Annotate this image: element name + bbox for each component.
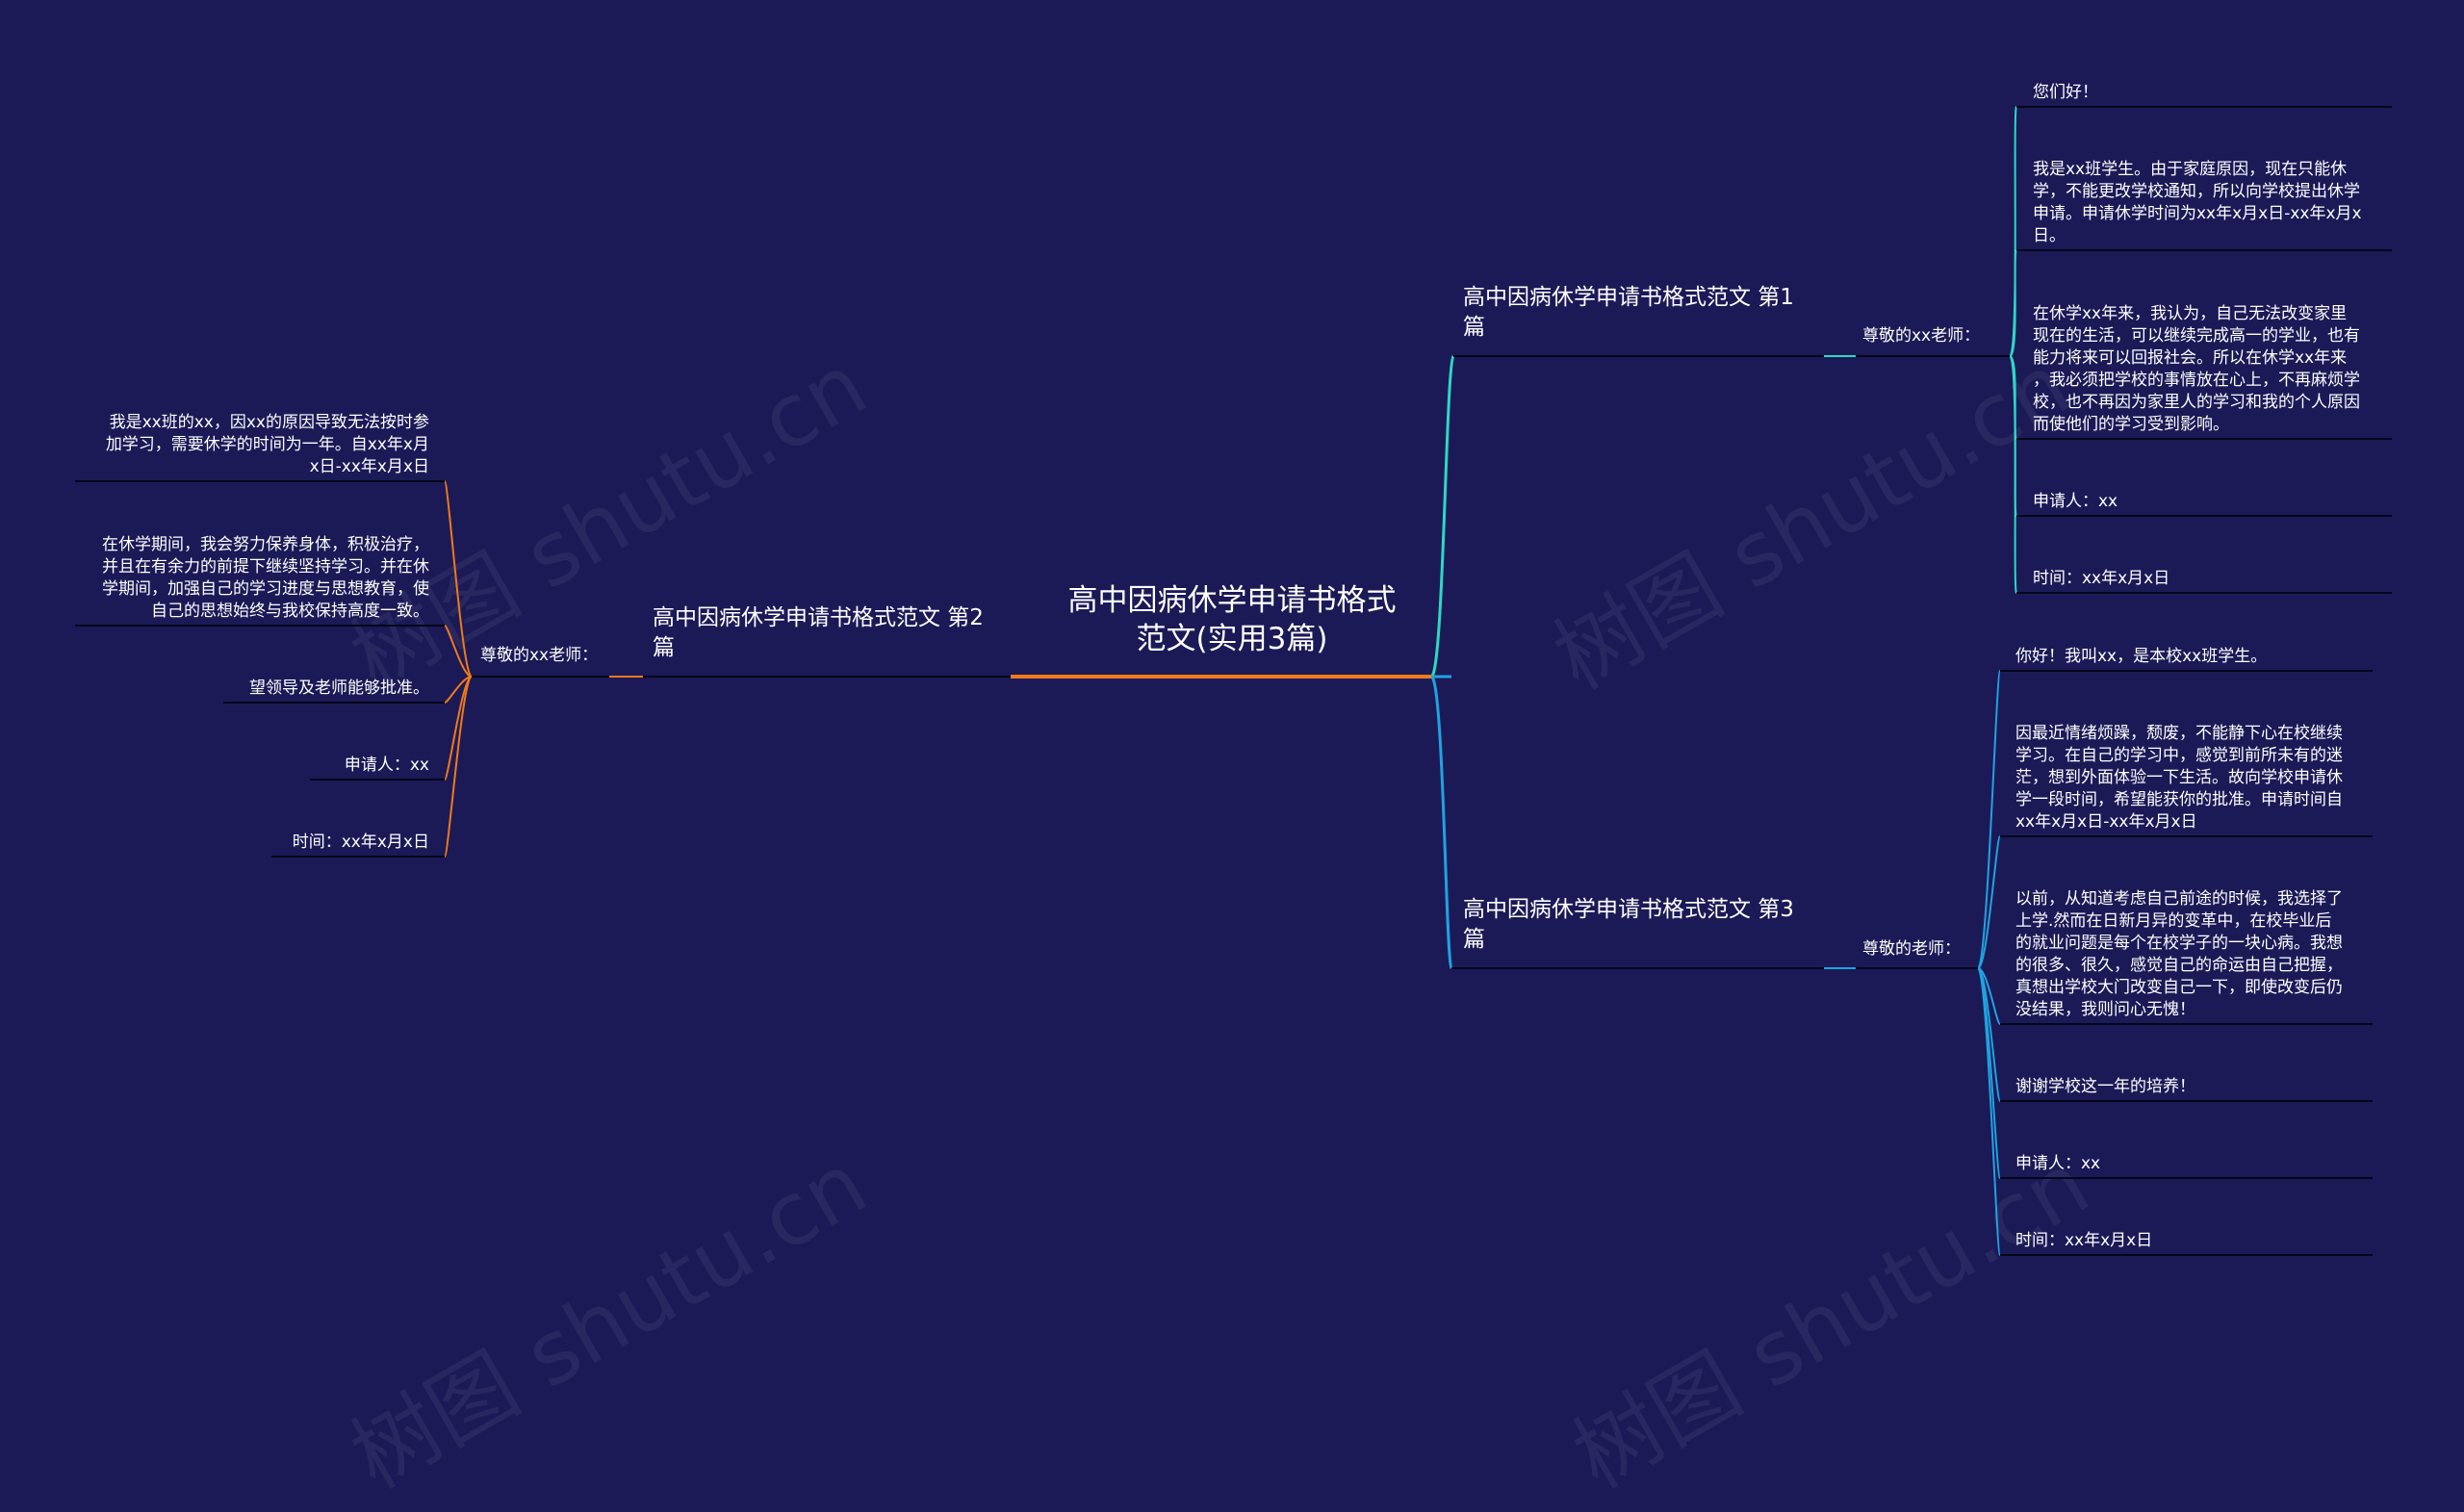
- branch-2-leaf[interactable]: 申请人：xx: [318, 755, 429, 777]
- branch-2-leaf-link: [444, 480, 473, 678]
- branch-3-leaf[interactable]: 因最近情绪烦躁，颓废，不能静下心在校继续学习。在自己的学习中，感觉到前所未有的迷…: [2015, 723, 2381, 833]
- branch-1-leaf[interactable]: 您们好！: [2033, 82, 2389, 104]
- branch-2-leaf-link: [444, 676, 473, 858]
- branch-1-leaf-line: 申请人：xx: [2033, 492, 2118, 511]
- branch-3-leaf-line: 学一段时间，希望能获你的批准。申请时间自: [2015, 790, 2343, 809]
- branch-1-leaf-line: 您们好！: [2033, 83, 2098, 102]
- branch-1-leaf-link: [2009, 355, 2017, 594]
- branch-2-title-line2: 篇: [653, 635, 675, 660]
- branch-1-leaf[interactable]: 在休学xx年来，我认为，自己无法改变家里现在的生活，可以继续完成高一的学业，也有…: [2033, 303, 2389, 436]
- branch-2-leaf-line: 并且在有余力的前提下继续坚持学习。并在休: [102, 557, 429, 577]
- branch-1-leaf-line: 申请。申请休学时间为xx年x月x日-xx年x月x: [2033, 204, 2362, 223]
- branch-1-leaf-line: 日。: [2033, 226, 2066, 245]
- branch-3-leaf-line: 茫，想到外面体验一下生活。故向学校申请休: [2015, 768, 2343, 787]
- branch-3-leaf[interactable]: 以前，从知道考虑自己前途的时候，我选择了上学.然而在日新月异的变革中，在校毕业后…: [2015, 888, 2381, 1021]
- branch-3-leaf[interactable]: 申请人：xx: [2015, 1153, 2381, 1175]
- branch-3-leaf-link: [1977, 835, 2001, 969]
- branch-3-leaf-line: 的很多、很久，感觉自己的命运由自己把握，: [2015, 956, 2343, 975]
- mind-map: 树图 shutu.cn 树图 shutu.cn 树图 shutu.cn 树图 s…: [75, 82, 2392, 1508]
- branch-2-leaf[interactable]: 在休学期间，我会努力保养身体，积极治疗， 并且在有余力的前提下继续坚持学习。并在休…: [83, 534, 429, 623]
- branch-3-leaf-line: 时间：xx年x月x日: [2015, 1231, 2153, 1250]
- branch-3-leaf-line: 学习。在自己的学习中，感觉到前所未有的迷: [2015, 746, 2343, 765]
- branch-1-leaf-line: 能力将来可以回报社会。所以在休学xx年来: [2033, 348, 2348, 368]
- branch-2-leaf-line: 学期间，加强自己的学习进度与思想教育，使: [102, 579, 429, 599]
- branch-1-leaf[interactable]: 我是xx班学生。由于家庭原因，现在只能休学，不能更改学校通知，所以向学校提出休学…: [2033, 159, 2389, 247]
- branch-1-leaf-line: 我是xx班学生。由于家庭原因，现在只能休: [2033, 160, 2348, 179]
- branch-3-leaf[interactable]: 时间：xx年x月x日: [2015, 1230, 2381, 1252]
- branch-3-leaf-line: 上学.然而在日新月异的变革中，在校毕业后: [2015, 911, 2332, 931]
- branch-1-leaf-link: [2009, 249, 2017, 357]
- branch-3-leaf[interactable]: 谢谢学校这一年的培养！: [2015, 1076, 2381, 1098]
- branch-3-leaf-line: 因最近情绪烦躁，颓废，不能静下心在校继续: [2015, 724, 2343, 743]
- root-link-branch-3: [1429, 675, 1453, 970]
- branch-2-leaf-line: 申请人：xx: [344, 756, 429, 775]
- branch-1-leaf-line: 校，也不再因为家里人的学习和我的个人原因: [2033, 393, 2360, 412]
- branch-1-title-line1: 高中因病休学申请书格式范文 第1: [1463, 285, 1794, 310]
- connector-lines: [75, 106, 2392, 1256]
- branch-2-leaf[interactable]: 望领导及老师能够批准。: [231, 678, 429, 700]
- branch-2-leaf-line: 在休学期间，我会努力保养身体，积极治疗，: [102, 535, 429, 554]
- branch-3-leaf-line: 以前，从知道考虑自己前途的时候，我选择了: [2015, 889, 2343, 909]
- branch-3-leaf-line: xx年x月x日-xx年x月x日: [2015, 812, 2197, 832]
- root-link-branch-1: [1429, 355, 1455, 679]
- branch-2-leaf-link: [444, 625, 473, 678]
- branch-1-leaf-line: 学，不能更改学校通知，所以向学校提出休学: [2033, 182, 2360, 201]
- branch-1-leaf-link: [2009, 106, 2017, 357]
- branch-1-leaf-line: 而使他们的学习受到影响。: [2033, 415, 2229, 434]
- branch-3-leaf-link: [1977, 967, 2001, 1256]
- branch-2-topic[interactable]: 高中因病休学申请书格式范文 第2 篇: [653, 603, 1018, 663]
- branch-2-title-line1: 高中因病休学申请书格式范文 第2: [653, 605, 984, 630]
- branch-2-leaf-line: x日-xx年x月x日: [309, 457, 429, 476]
- branch-2-leaf-line: 加学习，需要休学的时间为一年。自xx年x月: [105, 435, 429, 454]
- branch-3-topic[interactable]: 高中因病休学申请书格式范文 第3 篇: [1463, 895, 1819, 955]
- branch-1-title-line2: 篇: [1463, 315, 1485, 340]
- branch-3-leaf-line: 你好！我叫xx，是本校xx班学生。: [2015, 647, 2268, 666]
- branch-2-leaf-line: 我是xx班的xx，因xx的原因导致无法按时参: [109, 413, 429, 432]
- branch-3-leaf-line: 谢谢学校这一年的培养！: [2015, 1077, 2195, 1096]
- root-title-line1: 高中因病休学申请书格式: [1067, 583, 1397, 618]
- branch-3-greeting[interactable]: 尊敬的老师：: [1862, 939, 1961, 959]
- branch-2-greeting[interactable]: 尊敬的xx老师：: [480, 646, 599, 665]
- branch-1-leaf-line: 在休学xx年来，我认为，自己无法改变家里: [2033, 304, 2348, 323]
- branch-2-leaf-line: 自己的思想始终与我校保持高度一致。: [151, 602, 429, 621]
- branch-3-leaf-line: 的就业问题是每个在校学子的一块心病。我想: [2015, 934, 2343, 953]
- branch-3-title-line1: 高中因病休学申请书格式范文 第3: [1463, 897, 1794, 922]
- root-topic[interactable]: 高中因病休学申请书格式 范文(实用3篇): [1049, 581, 1415, 658]
- branch-1-greeting[interactable]: 尊敬的xx老师：: [1862, 326, 1981, 346]
- branch-1-leaf[interactable]: 申请人：xx: [2033, 491, 2389, 513]
- branch-2-leaf-line: 时间：xx年x月x日: [292, 833, 429, 852]
- branch-3-leaf-line: 真想出学校大门改变自己一下，即使改变后仍: [2015, 978, 2343, 997]
- branch-2-leaf-link: [444, 676, 473, 781]
- branch-3-leaf[interactable]: 你好！我叫xx，是本校xx班学生。: [2015, 646, 2381, 668]
- branch-2-leaf-line: 望领导及老师能够批准。: [249, 679, 429, 698]
- branch-3-leaf-line: 申请人：xx: [2015, 1154, 2101, 1173]
- branch-3-leaf-line: 没结果，我则问心无愧！: [2015, 1000, 2195, 1019]
- branch-1-topic[interactable]: 高中因病休学申请书格式范文 第1 篇: [1463, 283, 1819, 343]
- branch-3-title-line2: 篇: [1463, 927, 1485, 952]
- branch-1-leaf-line: 现在的生活，可以继续完成高一的学业，也有: [2033, 326, 2360, 346]
- branch-1-leaf-line: ，我必须把学校的事情放在心上，不再麻烦学: [2033, 371, 2360, 390]
- branch-2-leaf[interactable]: 时间：xx年x月x日: [279, 832, 429, 854]
- branch-2-leaf[interactable]: 我是xx班的xx，因xx的原因导致无法按时参加学习，需要休学的时间为一年。自xx…: [83, 412, 429, 478]
- root-title-line2: 范文(实用3篇): [1136, 622, 1328, 656]
- branch-3-leaf-link: [1977, 670, 2001, 969]
- branch-1-leaf[interactable]: 时间：xx年x月x日: [2033, 568, 2389, 590]
- branch-1-leaf-line: 时间：xx年x月x日: [2033, 569, 2170, 588]
